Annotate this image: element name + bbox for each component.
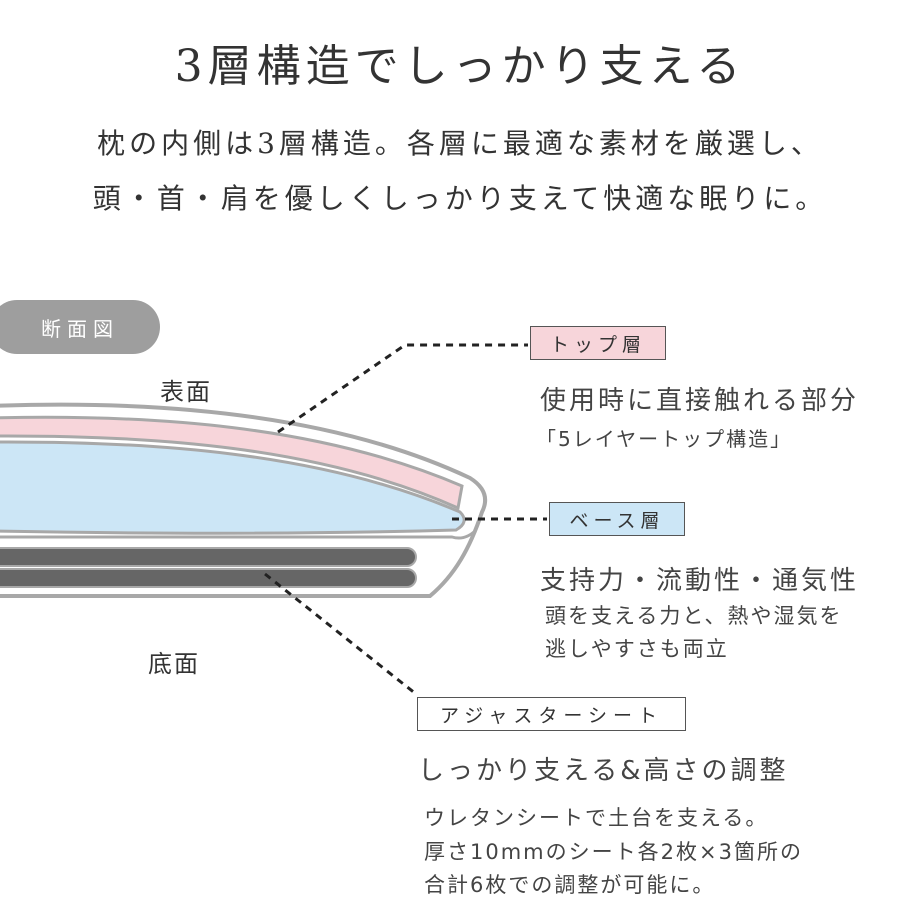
- top-layer-tag: トップ層: [530, 326, 666, 360]
- lead-text-line1: 枕の内側は3層構造。各層に最適な素材を厳選し、: [97, 127, 823, 160]
- top-layer-heading: 使用時に直接触れる部分: [540, 386, 860, 416]
- cross-section-badge: 断面図: [0, 300, 160, 354]
- base-layer-description-line2: 逃しやすさも両立: [545, 636, 729, 661]
- adjuster-sheet-heading: しっかり支える&高さの調整: [418, 756, 789, 786]
- page-title: 3層構造でしっかり支える: [174, 41, 746, 92]
- adjuster-description-line2: 厚さ10mmのシート各2枚×3箇所の: [424, 839, 803, 864]
- adjuster-sheet-description: ウレタンシートで土台を支える。 厚さ10mmのシート各2枚×3箇所の 合計6枚で…: [424, 802, 803, 903]
- leader-line-adjuster: [264, 572, 417, 696]
- top-layer-description: 「5レイヤートップ構造」: [536, 427, 793, 451]
- base-layer-description-line1: 頭を支える力と、熱や湿気を: [545, 604, 843, 628]
- top-layer-shape: [0, 415, 464, 511]
- adjuster-description-line1: ウレタンシートで土台を支える。: [424, 806, 769, 830]
- surface-bottom-label: 底面: [148, 650, 200, 678]
- adjuster-sheet-2: [0, 568, 417, 588]
- base-layer-heading: 支持力・流動性・通気性: [540, 566, 860, 596]
- adjuster-description-line3: 合計6枚での調整が可能に。: [424, 873, 716, 898]
- base-layer-tag: ベース層: [549, 502, 685, 536]
- lead-text-line2: 頭・首・肩を優しくしっかり支えて快適な眠りに。: [92, 182, 828, 215]
- leader-line-top: [277, 343, 528, 434]
- pillow-inner-line: [0, 528, 478, 540]
- base-layer-shape: [0, 440, 466, 535]
- adjuster-sheet-tag: アジャスターシート: [417, 697, 686, 731]
- base-layer-description: 頭を支える力と、熱や湿気を 逃しやすさも両立: [545, 600, 843, 665]
- adjuster-sheet-1: [0, 547, 417, 567]
- surface-top-label: 表面: [160, 378, 212, 406]
